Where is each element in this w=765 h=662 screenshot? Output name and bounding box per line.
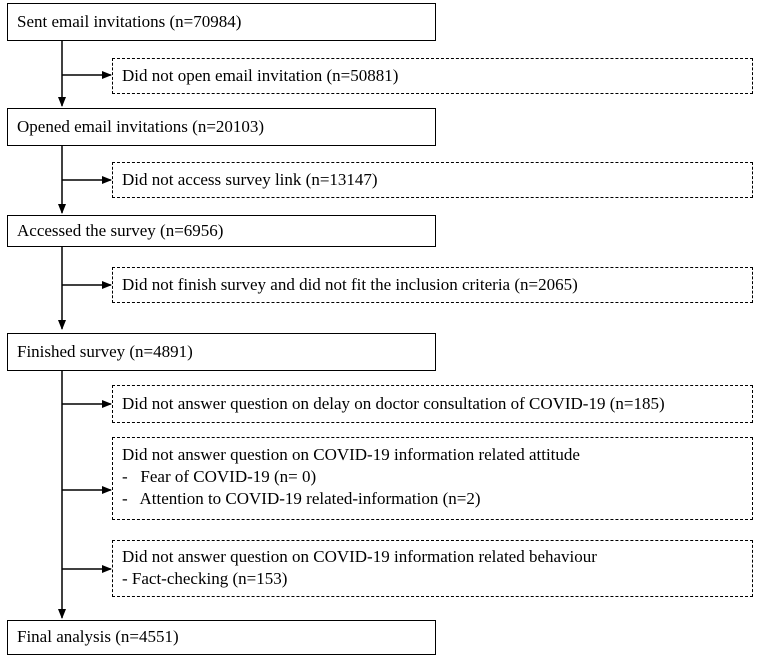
exclusion-delay: Did not answer question on delay on doct… <box>112 385 753 423</box>
exclusion-not-access-label: Did not access survey link (n=13147) <box>122 170 378 189</box>
exclusion-not-finish-label: Did not finish survey and did not fit th… <box>122 275 578 294</box>
step-opened: Opened email invitations (n=20103) <box>7 108 436 146</box>
step-accessed-label: Accessed the survey (n=6956) <box>17 221 224 240</box>
step-sent: Sent email invitations (n=70984) <box>7 3 436 41</box>
exclusion-not-access: Did not access survey link (n=13147) <box>112 162 753 198</box>
exclusion-behaviour-item-fact-checking: - Fact-checking (n=153) <box>122 569 288 588</box>
step-sent-label: Sent email invitations (n=70984) <box>17 12 242 31</box>
exclusion-delay-label: Did not answer question on delay on doct… <box>122 394 665 413</box>
exclusion-attitude-item-attention: - Attention to COVID-19 related-informat… <box>122 489 481 508</box>
exclusion-behaviour: Did not answer question on COVID-19 info… <box>112 540 753 597</box>
exclusion-not-open-label: Did not open email invitation (n=50881) <box>122 66 399 85</box>
step-accessed: Accessed the survey (n=6956) <box>7 215 436 247</box>
exclusion-attitude-title: Did not answer question on COVID-19 info… <box>122 445 580 464</box>
step-finished-label: Finished survey (n=4891) <box>17 342 193 361</box>
step-opened-label: Opened email invitations (n=20103) <box>17 117 265 136</box>
exclusion-behaviour-title: Did not answer question on COVID-19 info… <box>122 547 597 566</box>
exclusion-attitude: Did not answer question on COVID-19 info… <box>112 437 753 520</box>
step-finished: Finished survey (n=4891) <box>7 333 436 371</box>
step-final-label: Final analysis (n=4551) <box>17 627 179 646</box>
exclusion-not-open: Did not open email invitation (n=50881) <box>112 58 753 94</box>
exclusion-not-finish: Did not finish survey and did not fit th… <box>112 267 753 303</box>
step-final: Final analysis (n=4551) <box>7 620 436 655</box>
exclusion-attitude-item-fear: - Fear of COVID-19 (n= 0) <box>122 467 317 486</box>
